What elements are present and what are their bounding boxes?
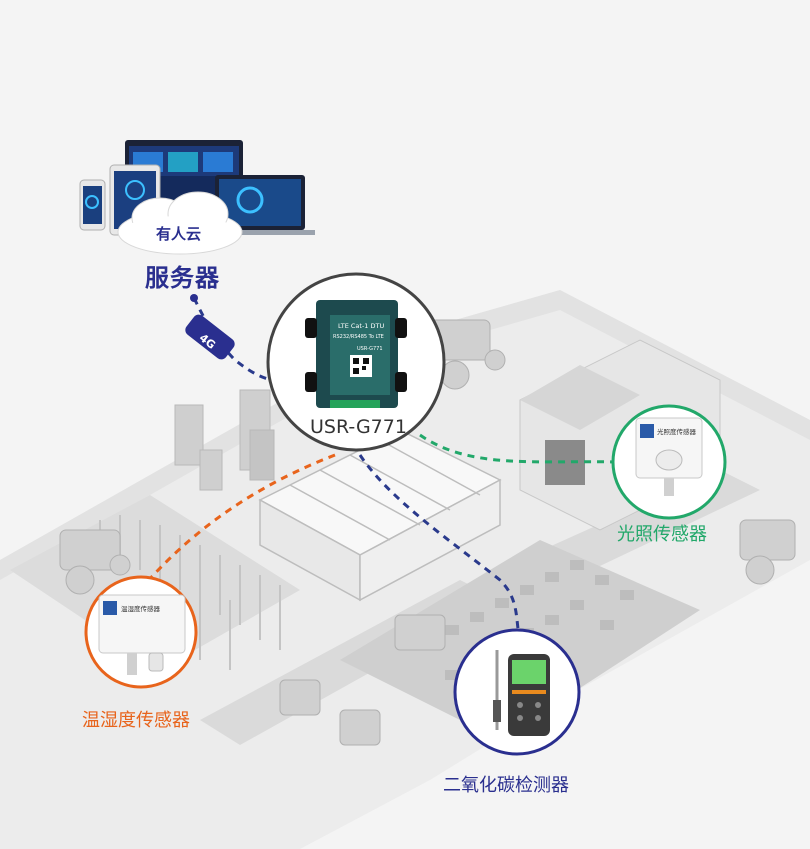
light-sensor-label: 光照传感器 [617, 524, 707, 545]
dtu-title: LTE Cat-1 DTU [338, 322, 384, 330]
temp-humidity-sensor-icon [98, 594, 186, 675]
buildings [174, 389, 275, 491]
co2-detector-node [453, 628, 581, 756]
cloud-label: 有人云 [156, 225, 202, 243]
light-sensor-node: 光照度传感器 [611, 404, 727, 520]
co2-detector-icon [493, 650, 550, 736]
4g-badge [185, 314, 235, 360]
dtu-device-icon [305, 300, 407, 408]
tractors [59, 319, 796, 746]
dtu-subtitle: RS232/RS485 To LTE [333, 334, 384, 340]
greenhouses [258, 429, 502, 602]
co2-detector-label: 二氧化碳检测器 [443, 775, 569, 796]
dtu-model: USR-G771 [357, 346, 383, 352]
laptop-icon [205, 175, 315, 235]
gateway-node: LTE Cat-1 DTU RS232/RS485 To LTE USR-G77… [266, 272, 446, 452]
temp-box-title: 温湿度传感器 [121, 604, 161, 613]
temp-humidity-sensor-label: 温湿度传感器 [82, 710, 190, 731]
cloud-icon [117, 191, 243, 255]
phone-icon [79, 179, 106, 231]
devices-cluster [79, 140, 315, 255]
light-sensor-icon [635, 417, 703, 496]
server-label: 服务器 [145, 264, 220, 292]
light-box-title: 光照度传感器 [657, 427, 697, 436]
connection-lines [138, 297, 616, 641]
gateway-model-label: USR-G771 [310, 416, 407, 438]
temp-humidity-node: 温湿度传感器 [84, 575, 198, 689]
